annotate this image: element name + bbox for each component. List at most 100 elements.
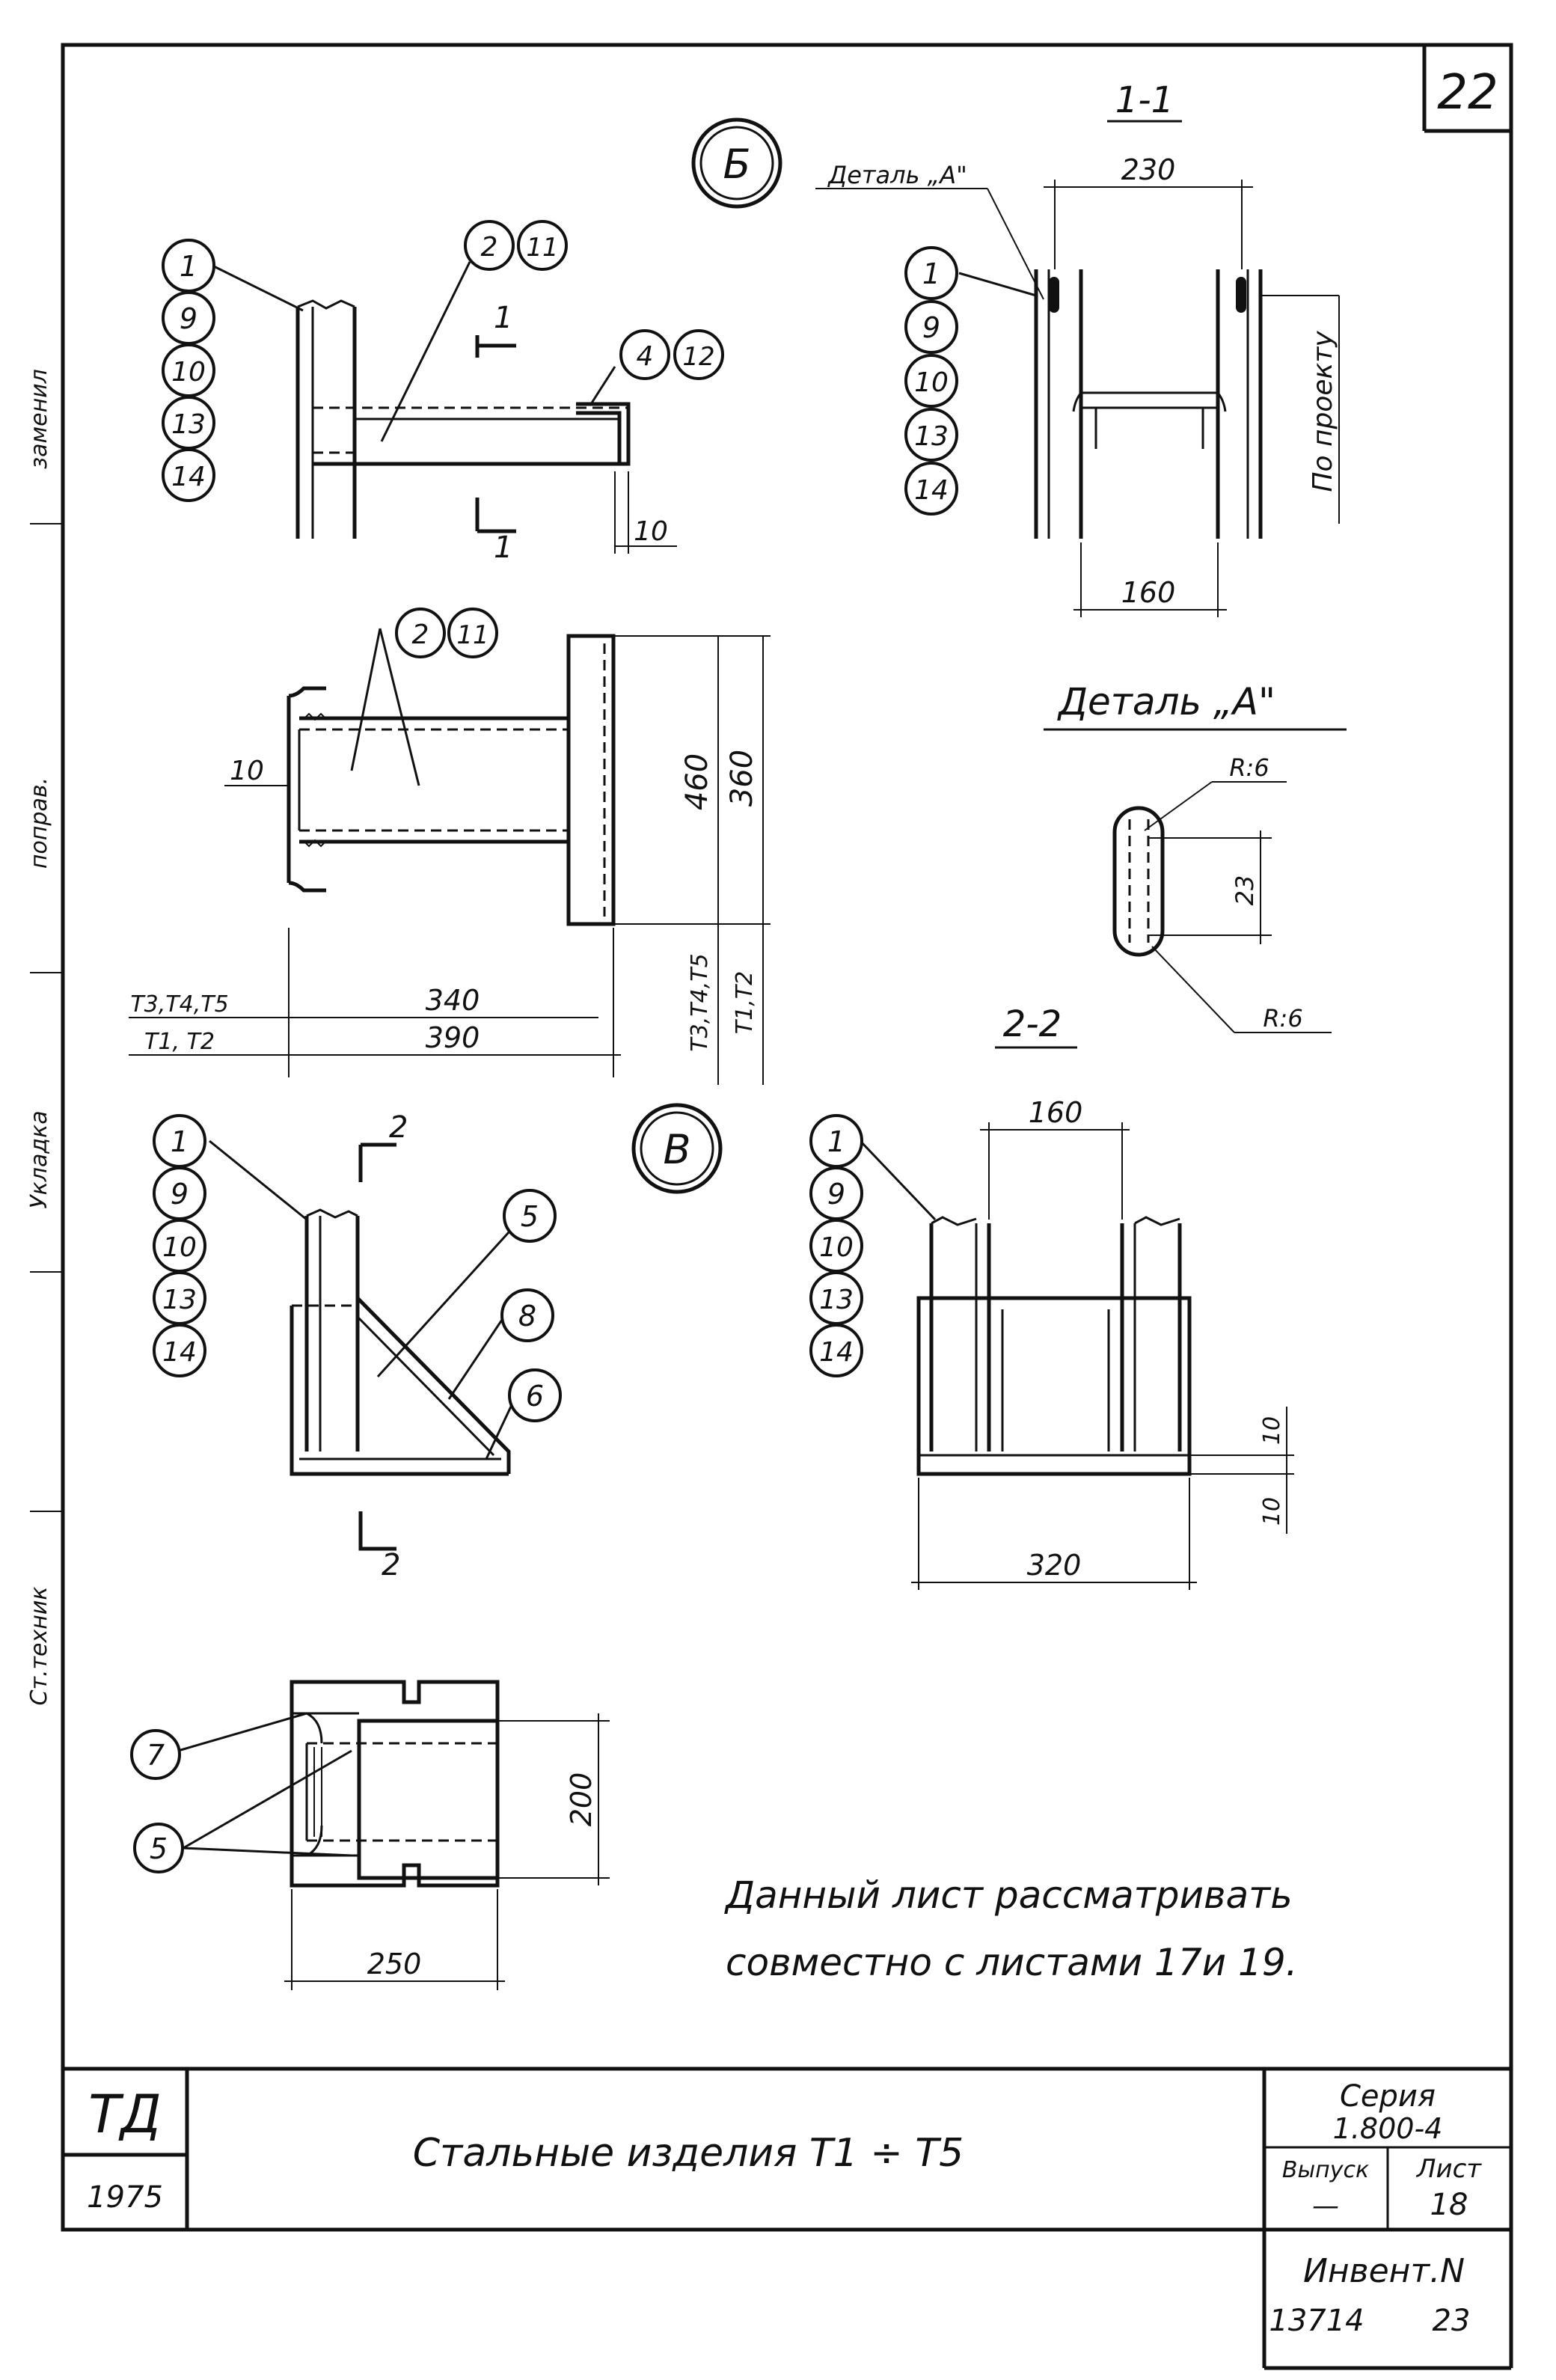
dim-t345-vertical: Т3,Т4,Т5 (687, 953, 713, 1051)
dim-390: 390 (426, 1021, 480, 1054)
bottom-plan: 200 250 (177, 1680, 610, 1990)
section-1-1-title: 1-1 (1115, 79, 1174, 121)
side-stamp-2: Укладка (26, 1110, 52, 1208)
side-stamp-3: поправ. (26, 777, 52, 869)
callout-b-2: 2 (481, 232, 498, 263)
callout-b-13: 13 (171, 409, 206, 440)
dim-230: 230 (1121, 153, 1176, 186)
dim-360: 360 (725, 750, 759, 807)
callouts-v-left: 1 9 10 13 14 (153, 1114, 206, 1377)
callout-v-14: 14 (162, 1337, 197, 1368)
callouts-s22-left: 1 9 10 13 14 (809, 1114, 863, 1377)
dim-160-mid: 160 (1029, 1096, 1083, 1129)
callout-v-8: 8 (518, 1300, 536, 1333)
callout-b-10: 10 (171, 357, 206, 388)
radius-6-bottom: R:6 (1263, 1004, 1302, 1033)
inventory-label: Инвент.N (1303, 2252, 1465, 2290)
callout-bottom-7: 7 (147, 1739, 165, 1772)
plan-view-beam: 10 460 360 Т3,Т4,Т5 Т1,Т2 Т3,Т4,Т5 Т1, Т… (129, 628, 771, 1085)
dim-23: 23 (1231, 875, 1259, 906)
callout-v-13: 13 (162, 1285, 197, 1315)
year: 1975 (87, 2180, 163, 2215)
dim-340: 340 (426, 984, 480, 1017)
dim-10-b: 10 (634, 516, 668, 547)
callout-s22-9: 9 (827, 1178, 845, 1211)
callouts-v-right: 5 8 6 (500, 1189, 562, 1422)
section-2-2: 2-2 160 320 10 10 (859, 1003, 1294, 1590)
side-stamp-4: заменил (26, 369, 52, 469)
radius-6-top: R:6 (1229, 753, 1269, 782)
series-label: Серия (1340, 2079, 1436, 2114)
section-2-2-title: 2-2 (1003, 1003, 1062, 1045)
sheet-value: 18 (1430, 2188, 1468, 2222)
view-v-label: В (663, 1126, 690, 1173)
dim-10-a: 10 (1259, 1416, 1285, 1445)
po-proektu-label: По проекту (1308, 331, 1338, 492)
detail-a-title: Деталь „А" (1057, 680, 1275, 724)
callouts-b-left: 1 9 10 13 14 (162, 239, 215, 502)
sheet-title: Стальные изделия Т1 ÷ Т5 (413, 2131, 964, 2176)
dim-320: 320 (1027, 1549, 1082, 1582)
callout-s22-14: 14 (819, 1337, 854, 1368)
inventory-number: 13714 (1269, 2304, 1364, 2338)
org-mark: ТД (88, 2084, 161, 2145)
detail-a: Деталь „А" R:6 23 R:6 (1044, 680, 1347, 1033)
callout-b-4: 4 (637, 341, 654, 372)
note-line-1: Данный лист рассматривать (724, 1873, 1293, 1917)
callout-b-1: 1 (180, 250, 197, 283)
callouts-s11-left: 1 9 10 13 14 (904, 246, 958, 516)
callout-v-6: 6 (526, 1380, 544, 1413)
issue-label: Выпуск (1282, 2157, 1369, 2183)
note-line-2: совместно с листами 17и 19. (726, 1941, 1298, 1984)
view-v: В 2 2 (209, 1103, 723, 1582)
callout-b-11: 11 (526, 233, 558, 263)
callouts-plan-2-11: 2 11 (395, 608, 498, 658)
series-value: 1.800-4 (1333, 2112, 1443, 2145)
view-b-label: Б (723, 141, 750, 188)
dim-t12-vertical: Т1,Т2 (732, 971, 758, 1034)
dim-10-plan: 10 (230, 756, 264, 786)
callout-s22-10: 10 (819, 1232, 854, 1263)
sheet-note: Данный лист рассматривать совместно с ли… (724, 1873, 1298, 1984)
dim-160-top: 160 (1121, 576, 1176, 609)
cut-mark-2b: 2 (382, 1548, 400, 1582)
dim-t345-horizontal: Т3,Т4,Т5 (130, 991, 228, 1018)
cut-mark-1b: 1 (494, 530, 512, 565)
sheet-frame: 22 (61, 43, 1513, 2232)
callout-s22-1: 1 (827, 1125, 845, 1158)
callouts-b-2-11: 2 11 (464, 220, 568, 271)
callout-b-14: 14 (171, 462, 206, 492)
dim-200: 200 (565, 1772, 598, 1827)
callout-plan-11: 11 (456, 620, 488, 650)
callout-v-1: 1 (171, 1125, 189, 1158)
callout-b-12: 12 (682, 342, 714, 372)
callout-s11-14: 14 (914, 475, 949, 506)
dim-460: 460 (680, 753, 714, 810)
side-stamp: заменил поправ. Укладка Ст.техник (26, 369, 63, 1705)
view-b: Б 1 1 10 (212, 117, 782, 565)
callout-b-9: 9 (180, 302, 197, 335)
callout-s22-13: 13 (819, 1285, 854, 1315)
issue-value: — (1312, 2191, 1339, 2221)
section-1-1: 1-1 Деталь „А" 230 160 По проекту (815, 79, 1340, 617)
callouts-b-4-12: 4 12 (619, 329, 724, 380)
callout-v-9: 9 (171, 1178, 189, 1211)
callout-s11-1: 1 (922, 257, 940, 290)
callout-s11-10: 10 (914, 367, 949, 398)
callout-plan-2: 2 (412, 620, 429, 650)
callout-v-5: 5 (521, 1200, 539, 1233)
callout-bottom-5: 5 (150, 1832, 168, 1865)
title-block: ТД 1975 Стальные изделия Т1 ÷ Т5 Серия 1… (63, 2067, 1513, 2370)
detail-a-ref: Деталь „А" (827, 161, 967, 189)
callouts-bottom: 7 5 (130, 1729, 184, 1873)
inventory-sheet: 23 (1433, 2304, 1471, 2338)
callout-s11-9: 9 (922, 311, 940, 344)
dim-t12-horizontal: Т1, Т2 (144, 1029, 215, 1055)
callout-v-10: 10 (162, 1232, 197, 1263)
cut-mark-2a: 2 (389, 1110, 408, 1145)
dim-10-b2: 10 (1259, 1497, 1285, 1526)
cut-mark-1a: 1 (494, 301, 512, 335)
callout-s11-13: 13 (914, 421, 949, 452)
